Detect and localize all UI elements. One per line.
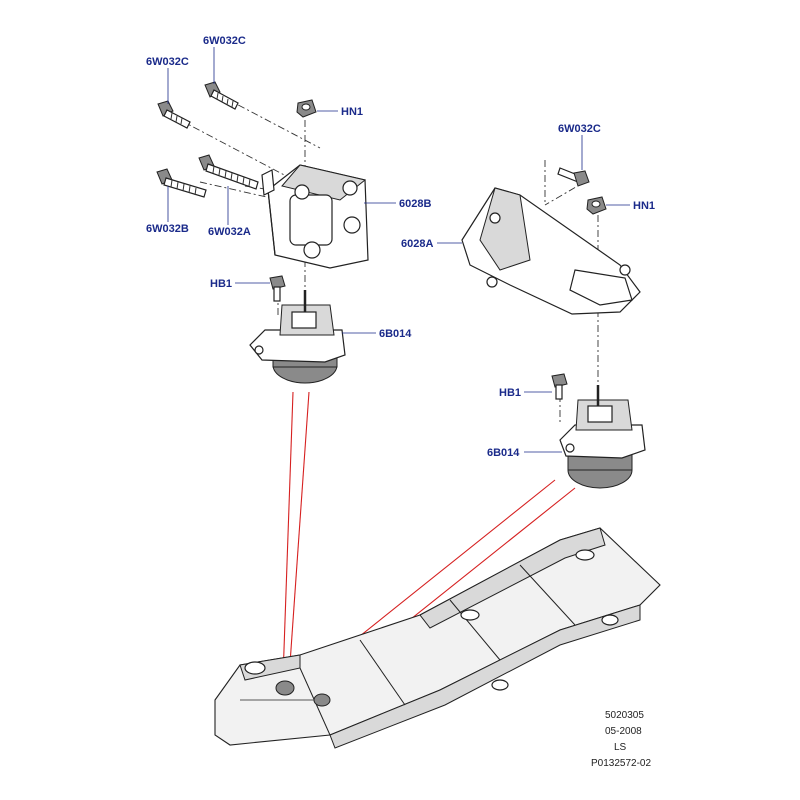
chassis-frame: [214, 527, 661, 749]
callout-hb1-right: HB1: [499, 387, 521, 399]
callout-6w032b: 6W032B: [146, 223, 189, 235]
callout-hn1-right: HN1: [633, 200, 655, 212]
bolt-hb1-right: [551, 373, 568, 400]
callout-hn1-left: HN1: [341, 106, 363, 118]
illustration-id: P0132572-02: [591, 758, 651, 769]
bolt-6w032c-left: [157, 100, 191, 129]
callout-6028a: 6028A: [401, 238, 433, 250]
callout-hb1-left: HB1: [210, 278, 232, 290]
bolt-6w032b: [156, 168, 207, 198]
drawing-reference-block: 5020305 05-2008 LS P0132572-02: [591, 710, 651, 769]
callout-6w032c-left: 6W032C: [146, 56, 189, 68]
callout-6w032c-right: 6W032C: [558, 123, 601, 135]
nut-hn1-right: [586, 196, 607, 215]
bracket-6028b: [261, 164, 369, 269]
bolt-hb1-left: [269, 275, 286, 302]
callout-6b014-right: 6B014: [487, 447, 520, 459]
nut-hn1-left: [296, 99, 317, 118]
reference-date: 05-2008: [605, 726, 642, 737]
callout-6w032c-top: 6W032C: [203, 35, 246, 47]
engine-mount-6b014-right: [559, 385, 646, 489]
callout-6028b: 6028B: [399, 198, 431, 210]
bolt-6w032a: [198, 154, 259, 190]
callout-6w032a: 6W032A: [208, 226, 251, 238]
bolt-6w032c-upper-left: [204, 81, 239, 110]
bolt-6w032c-right: [557, 167, 590, 187]
callout-6b014-left: 6B014: [379, 328, 412, 340]
bracket-6028a: [461, 187, 641, 315]
callout-leaders: [167, 47, 630, 453]
reference-number: 5020305: [605, 710, 644, 721]
engine-mount-6b014-left: [249, 290, 346, 384]
reference-code: LS: [614, 742, 627, 753]
